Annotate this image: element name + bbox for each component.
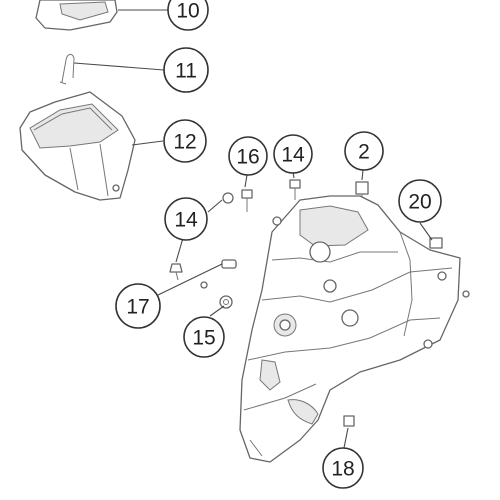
fastener-14-top[interactable]	[289, 179, 301, 200]
callout-18-label: 18	[331, 458, 354, 481]
callout-18[interactable]: 18	[322, 447, 364, 489]
fastener-16-nut[interactable]	[200, 192, 234, 289]
part-2-fitting[interactable]	[355, 181, 369, 206]
callout-16-label: 16	[236, 146, 259, 169]
callout-2[interactable]: 2	[344, 131, 384, 171]
leader-lines	[73, 9, 433, 449]
main-frame-bracket[interactable]	[239, 195, 470, 463]
part-11-clip[interactable]	[59, 53, 75, 85]
part-12-headlight-housing[interactable]	[19, 91, 136, 201]
callout-2-label: 2	[358, 141, 370, 164]
callout-14-left-label: 14	[174, 209, 198, 232]
callout-20[interactable]: 20	[398, 179, 442, 223]
callout-11-label: 11	[175, 60, 197, 83]
callout-20-label: 20	[408, 191, 431, 214]
callout-15[interactable]: 15	[183, 316, 225, 358]
callout-11[interactable]: 11	[163, 47, 209, 93]
fastener-15[interactable]	[219, 295, 233, 309]
part-10-cover[interactable]	[35, 0, 118, 31]
callout-10-label: 10	[176, 0, 199, 23]
callout-12-label: 12	[173, 131, 196, 154]
part-20-fitting[interactable]	[429, 237, 443, 249]
fastener-16[interactable]	[241, 189, 253, 212]
callout-14-top-label: 14	[281, 144, 305, 167]
callout-14-top[interactable]: 14	[273, 134, 313, 174]
callout-14-left[interactable]: 14	[164, 197, 208, 241]
callout-16[interactable]: 16	[228, 136, 268, 176]
callout-15-label: 15	[192, 327, 215, 350]
fastener-14-left[interactable]	[169, 263, 183, 281]
callout-10[interactable]: 10	[167, 0, 209, 31]
callout-17-label: 17	[126, 296, 149, 319]
fastener-17[interactable]	[221, 259, 237, 269]
fastener-18[interactable]	[343, 415, 355, 427]
callout-17[interactable]: 17	[115, 283, 161, 329]
callout-12[interactable]: 12	[163, 119, 207, 163]
